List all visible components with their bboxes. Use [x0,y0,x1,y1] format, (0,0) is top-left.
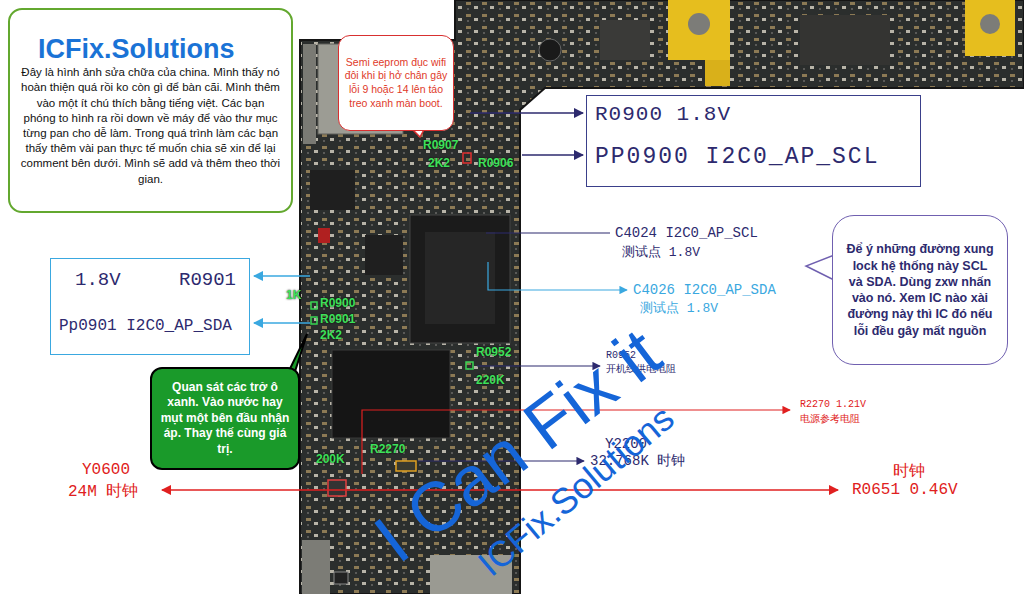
resistor-marker [311,317,317,324]
signal-box: R0900 1.8V PP0900 I2C0_AP_SCL [586,95,921,187]
crystal-marker [328,480,346,496]
part-label: R2270 1.21V [800,399,866,410]
part-label: Y0600 [82,461,130,479]
value-label: 220K [476,373,505,387]
clock-note: 时钟 [893,461,925,482]
value-label: 2K2 [320,328,342,342]
gold-tab [705,60,730,86]
tip-bubble: Để ý những đường xung lock hệ thống này … [832,215,1008,365]
leader-arrow [470,112,583,114]
node-text: Để ý những đường xung lock hệ thống này … [845,241,995,339]
node-text: Semi eeprom đục wifi đôi khi bị hở chân … [344,56,448,111]
part-label: R0900 [320,296,355,310]
signal-name: C4024 I2C0_AP_SCL [615,225,758,241]
test-point-note: 测试点 1.8V [622,243,700,261]
soc-die [425,232,495,324]
node-text: Quan sát các trở ô xanh. Vào nước hay mụ… [158,380,292,458]
signal-box: 1.8V R0901Pp0901 I2C0_AP_SDA [50,258,250,355]
gold-tab [965,0,1015,56]
part-label: R0651 0.46V [852,481,958,499]
part-label: R2270 [370,442,405,456]
gold-tab [668,0,730,60]
test-point-note: 测试点 1.8V [640,299,718,317]
clock-note: 24M 时钟 [68,481,138,502]
value-label: 1K [286,288,301,302]
part-label: R0906 [478,156,513,170]
value-label: 200K [316,452,345,466]
node-text: Đây là hình ảnh sửa chữa của china. Mình… [20,65,281,186]
warning-callout: Semi eeprom đục wifi đôi khi bị hở chân … [338,35,454,131]
soc-chip [410,215,510,343]
camera-part [539,39,561,61]
signal-name: C4026 I2C0_AP_SDA [633,282,776,298]
node-text: Pp0901 I2C0_AP_SDA [59,317,232,335]
shield [302,540,330,594]
tip-callout: Quan sát các trở ô xanh. Vào nước hay mụ… [150,367,300,470]
node-text: 1.8V [75,269,121,291]
node-text: R0901 [179,269,236,291]
node-text: PP0900 I2C0_AP_SCL [595,144,879,170]
screw-hole [980,14,1000,34]
pcb [300,0,1024,594]
microphone [334,572,348,584]
chip [365,235,403,275]
leader-arrow [488,262,627,290]
crystal-marker [396,461,416,471]
leader-arrow [522,154,583,156]
part-label: R0907 [423,138,458,152]
resistor-marker [311,302,317,309]
resistor-marker [466,362,473,369]
heading: ICFix.Solutions [38,34,281,65]
resistor-marker [463,153,471,163]
leader-arrow [254,275,310,277]
part-note: 电源参考电阻 [800,412,860,426]
chip [800,15,890,65]
screw-hole [688,13,710,35]
leader-arrow [254,322,310,324]
intro-note: ICFix.SolutionsĐây là hình ảnh sửa chữa … [8,8,293,213]
chip [600,20,650,60]
value-label: 2K2 [428,156,450,170]
shield [303,44,316,144]
part-label: R0901 [320,312,355,326]
red-part [318,228,330,243]
chip [332,350,450,438]
leader-line [486,232,610,233]
node-text: R0900 1.8V [595,103,731,126]
part-label: R0952 [476,345,511,359]
chip [310,170,355,210]
